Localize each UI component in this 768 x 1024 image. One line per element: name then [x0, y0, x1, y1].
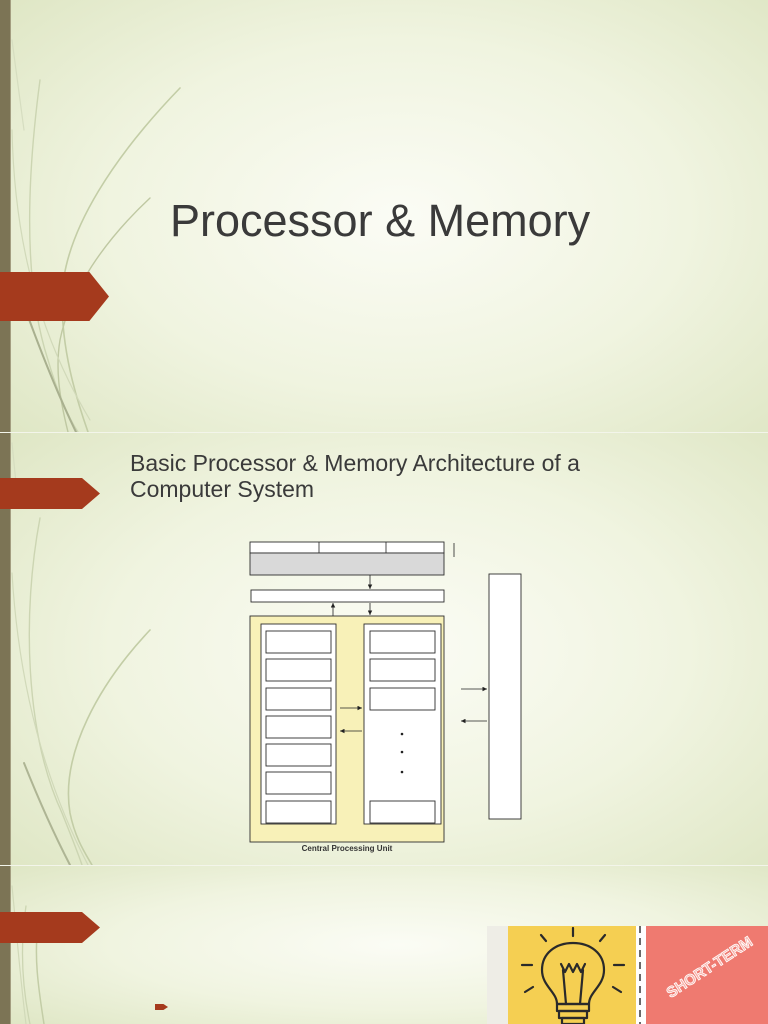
decorative-grass [11, 442, 151, 865]
decoder-box [249, 552, 445, 576]
instruction-register-row [249, 541, 445, 554]
ellipsis-dot [400, 732, 404, 736]
decorative-curve [23, 762, 71, 865]
register-box [369, 658, 436, 682]
sticky-notes-image: SHORT-TERM [487, 926, 768, 1024]
processor-memory-diagram [249, 541, 522, 843]
yellow-sticky-note [508, 926, 638, 1024]
slide-3: SHORT-TERM [0, 866, 768, 1024]
decorative-curve [11, 129, 91, 421]
register-box [265, 800, 332, 824]
bullet-arrow-icon [155, 1004, 168, 1010]
lightbulb-icon [520, 926, 626, 1024]
register-box [265, 715, 332, 739]
slide-2: Basic Processor & Memory Architecture of… [0, 433, 768, 865]
arrow-tab-icon [0, 272, 109, 321]
register-box [265, 630, 332, 654]
coral-sticky-note [646, 926, 768, 1024]
ellipsis-dot [400, 770, 404, 774]
note-divider-strip [636, 926, 646, 1024]
slide-title: Processor & Memory [170, 195, 591, 246]
decorative-curve [11, 572, 89, 865]
slide-left-bar [0, 866, 11, 1024]
decorative-curve [29, 79, 79, 432]
control-bar [250, 589, 445, 603]
register-box [265, 771, 332, 795]
register-box [265, 658, 332, 682]
register-box [369, 800, 436, 824]
decorative-curve [61, 87, 181, 432]
register-box [369, 630, 436, 654]
slide-title: Basic Processor & Memory Architecture of… [130, 450, 580, 502]
decorative-curve [67, 629, 151, 865]
slide-left-bar [0, 433, 11, 865]
decorative-curve [11, 885, 27, 1024]
arrow-tab-icon [0, 478, 100, 509]
cpu-caption: Central Processing Unit [301, 844, 393, 853]
slide-left-bar [0, 0, 11, 432]
ellipsis-dot [400, 750, 404, 754]
register-box [265, 743, 332, 767]
decorative-curve [11, 39, 25, 131]
decorative-curve [28, 517, 83, 865]
register-panel-right [363, 623, 442, 825]
image-border [487, 926, 508, 1024]
memory-box [488, 573, 522, 820]
slide-1: Processor & Memory [0, 0, 768, 432]
arrow-tab-icon [0, 912, 100, 943]
register-box [369, 687, 436, 711]
register-box [265, 687, 332, 711]
